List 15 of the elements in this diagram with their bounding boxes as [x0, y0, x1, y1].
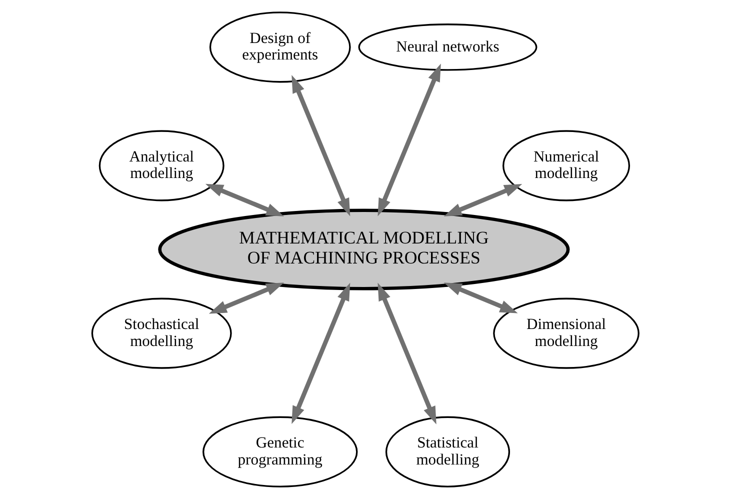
arrow — [444, 184, 522, 216]
node-ellipse: Statistical modelling — [385, 416, 510, 488]
arrow — [292, 282, 350, 424]
node-ellipse: Dimensional modelling — [493, 298, 640, 369]
node-ellipse: Design of experiments — [209, 12, 351, 83]
arrow — [292, 74, 350, 216]
arrow — [378, 64, 441, 216]
node-ellipse: MATHEMATICAL MODELLING OF MACHINING PROCESSES — [158, 208, 570, 290]
node-ellipse: Stochastical modelling — [91, 298, 232, 369]
arrow — [378, 282, 436, 424]
arrow — [444, 282, 518, 314]
arrow — [205, 184, 284, 216]
node-ellipse: Neural networks — [358, 24, 538, 71]
node-ellipse: Genetic programming — [202, 416, 358, 488]
arrow — [208, 282, 284, 314]
